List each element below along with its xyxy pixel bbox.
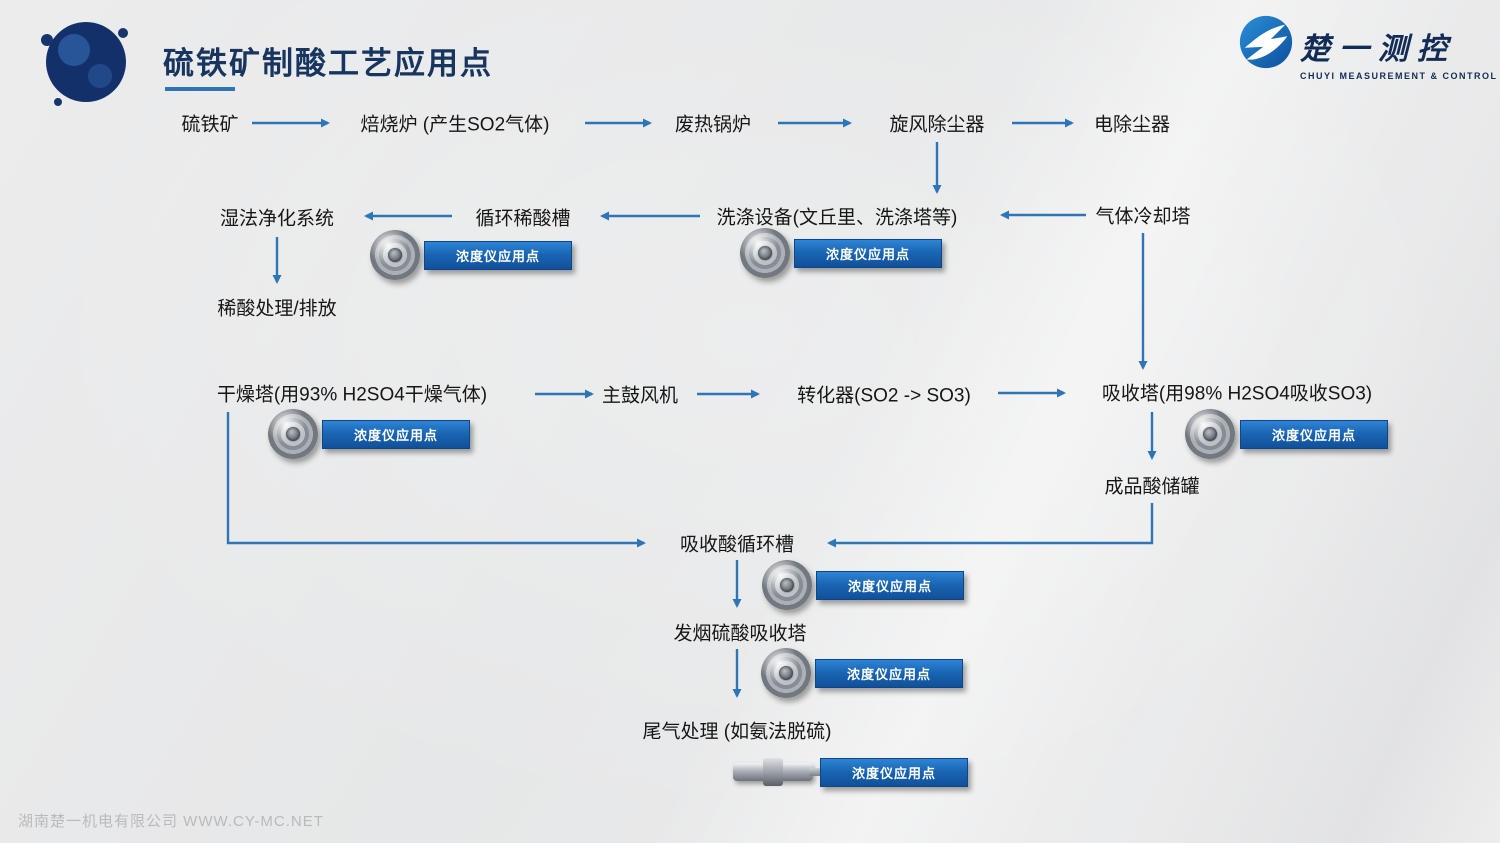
node-wet-purification: 湿法净化系统	[219, 208, 335, 230]
node-absorption-acid-circulation-tank: 吸收酸循环槽	[679, 534, 795, 556]
node-gas-cooling-tower: 气体冷却塔	[1095, 206, 1191, 228]
concentration-meter-point-button-tail-gas: 浓度仪应用点	[820, 758, 968, 787]
brand-name: 楚一测控	[1300, 33, 1456, 66]
node-pyrite: 硫铁矿	[181, 114, 239, 136]
concentration-sensor-icon-oleum-tower	[761, 648, 811, 698]
concentration-sensor-icon-absorption-tower	[1185, 409, 1235, 459]
brand-subtitle: CHUYI MEASUREMENT & CONTROL	[1300, 71, 1498, 81]
node-roaster: 焙烧炉 (产生SO2气体)	[360, 114, 550, 136]
node-tail-gas-treatment: 尾气处理 (如氨法脱硫)	[642, 721, 832, 743]
brand-text: 楚一测控 CHUYI MEASUREMENT & CONTROL	[1300, 24, 1498, 81]
concentration-sensor-icon-circulation-tank	[762, 560, 812, 610]
concentration-sensor-icon-dilute-acid	[370, 230, 420, 280]
node-washing-equipment: 洗涤设备(文丘里、洗涤塔等)	[716, 207, 958, 229]
node-circulating-dilute-acid-tank: 循环稀酸槽	[475, 208, 571, 230]
concentration-meter-point-button-washer: 浓度仪应用点	[794, 239, 942, 268]
node-electrostatic-precipitator: 电除尘器	[1093, 114, 1171, 136]
page-title: 硫铁矿制酸工艺应用点	[163, 46, 493, 81]
concentration-sensor-icon-washer	[740, 228, 790, 278]
concentration-meter-point-button-absorption-tower: 浓度仪应用点	[1240, 420, 1388, 449]
node-cyclone-dust-collector: 旋风除尘器	[889, 114, 985, 136]
footer-company-line: 湖南楚一机电有限公司 WWW.CY-MC.NET	[18, 813, 324, 830]
title-underline	[165, 87, 235, 91]
node-waste-heat-boiler: 废热锅炉	[674, 114, 752, 136]
concentration-meter-point-button-drying-tower: 浓度仪应用点	[322, 420, 470, 449]
concentration-meter-point-button-oleum-tower: 浓度仪应用点	[815, 659, 963, 688]
concentration-sensor-icon-drying-tower	[268, 409, 318, 459]
node-drying-tower: 干燥塔(用93% H2SO4干燥气体)	[216, 384, 488, 406]
node-oleum-absorption-tower: 发烟硫酸吸收塔	[673, 623, 807, 645]
node-dilute-acid-treatment: 稀酸处理/排放	[217, 298, 337, 320]
concentration-meter-point-button-circulation-tank: 浓度仪应用点	[816, 571, 964, 600]
concentration-meter-point-button-dilute-acid: 浓度仪应用点	[424, 241, 572, 270]
node-product-acid-tank: 成品酸储罐	[1104, 476, 1200, 498]
node-converter: 转化器(SO2 -> SO3)	[797, 385, 971, 407]
inline-sensor-icon-tail-gas	[733, 758, 821, 786]
brand-swoosh-icon	[1237, 13, 1295, 76]
node-absorption-tower: 吸收塔(用98% H2SO4吸收SO3)	[1101, 383, 1373, 405]
node-main-blower: 主鼓风机	[601, 385, 679, 407]
molecule-decoration-icon	[22, 2, 172, 127]
